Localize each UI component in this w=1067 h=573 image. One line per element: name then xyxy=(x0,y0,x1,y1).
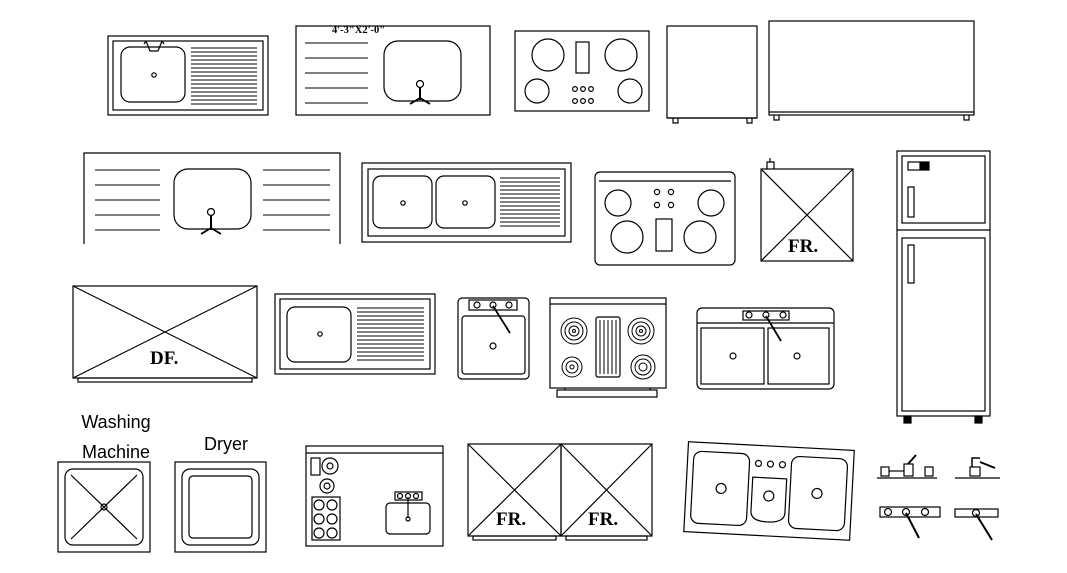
dimension-label: 4'-3"X2'-0" xyxy=(332,25,385,36)
faucet-elevation-2 xyxy=(955,457,1000,479)
dishwasher-plan: DF. xyxy=(72,285,258,383)
cabinet-small xyxy=(666,25,758,124)
faucet-elevation-1 xyxy=(877,454,937,479)
sink-double-drainboard xyxy=(83,152,341,244)
refrigerator-elevation xyxy=(896,150,991,424)
range-coil-burners xyxy=(549,297,667,398)
sink-with-drainboard-1 xyxy=(107,35,269,116)
counter-sink-dimensioned: 4'-3"X2'-0" xyxy=(295,25,491,116)
sink-with-drainboard-2 xyxy=(274,293,436,375)
counter-with-hob-and-sink xyxy=(305,445,444,547)
cabinet-large xyxy=(768,20,975,121)
washing-machine: Washing Machine xyxy=(57,412,151,553)
dishwasher-label: DF. xyxy=(150,348,178,369)
triple-bowl-sink xyxy=(683,441,855,541)
cooktop-2 xyxy=(594,171,736,266)
washing-machine-label-line2: Machine xyxy=(82,442,150,462)
washing-machine-label-line1: Washing xyxy=(81,412,150,432)
faucet-plan-2 xyxy=(954,508,999,541)
double-bowl-sink-with-drainboard xyxy=(361,162,572,243)
cooktop-1 xyxy=(514,30,650,112)
faucet-plan-1 xyxy=(879,506,941,539)
fridge-label-2: FR. xyxy=(496,509,526,530)
double-bowl-sink-faucet xyxy=(696,307,835,390)
refrigerator-plan-3: FR. xyxy=(560,443,653,541)
refrigerator-plan-2: FR. xyxy=(467,443,562,541)
bar-sink xyxy=(457,297,530,380)
dryer-label: Dryer xyxy=(204,434,248,454)
dryer: Dryer xyxy=(174,434,267,553)
fridge-label-3: FR. xyxy=(588,509,618,530)
fridge-label-1: FR. xyxy=(788,236,818,257)
refrigerator-plan-1: FR. xyxy=(760,158,854,262)
